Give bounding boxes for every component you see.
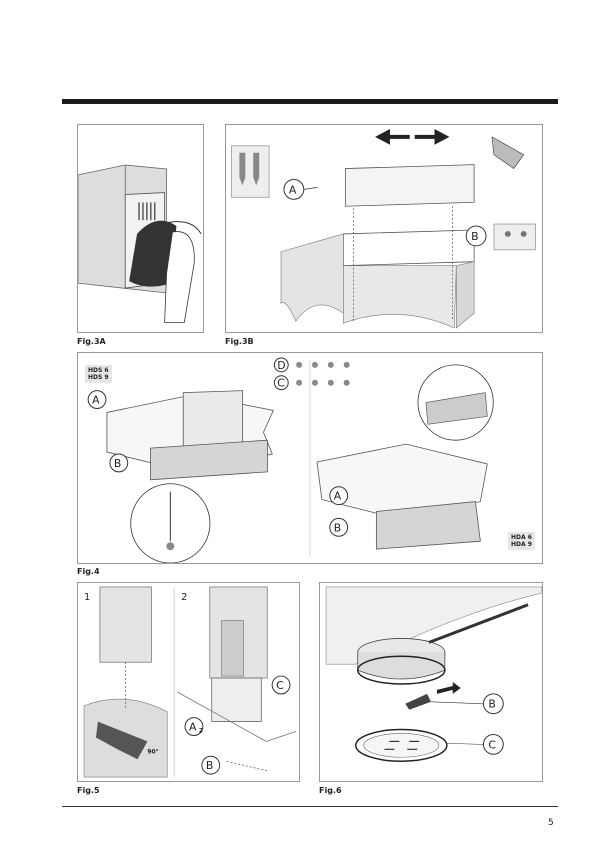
figure-6-illustration: B C bbox=[325, 586, 542, 762]
model-tag-left: HDS 6 HDS 9 bbox=[85, 365, 112, 383]
figure-3a-illustration bbox=[78, 125, 203, 332]
figure-5: 1 2 90° C A 2 B bbox=[77, 582, 300, 782]
fig4-caption: Fig.4 bbox=[77, 567, 100, 576]
fig5-label-a: A bbox=[189, 721, 197, 734]
step-2-label: 2 bbox=[181, 592, 187, 603]
fig3a-caption: Fig.3A bbox=[77, 337, 106, 346]
figure-5-illustration: 1 2 90° C A 2 B bbox=[83, 586, 297, 778]
fig4-label-a-left: A bbox=[92, 394, 100, 407]
step-1-label: 1 bbox=[84, 592, 90, 603]
wall-plug-icons bbox=[231, 145, 270, 198]
fig5-label-a-subscript: 2 bbox=[199, 727, 203, 734]
page-number: 5 bbox=[548, 818, 554, 828]
figure-4-illustration: A B D C A B bbox=[87, 357, 494, 563]
model-tag-right: HDA 6 HDA 9 bbox=[508, 532, 535, 550]
fig5-caption: Fig.5 bbox=[77, 786, 100, 795]
fig5-label-b: B bbox=[206, 759, 213, 772]
fig4-label-c: C bbox=[277, 377, 285, 390]
fig6-label-c: C bbox=[488, 738, 496, 751]
fig4-label-a-right: A bbox=[334, 490, 342, 503]
fig4-label-b-right: B bbox=[334, 521, 341, 534]
fig6-label-b: B bbox=[488, 698, 495, 711]
figure-3a bbox=[77, 124, 204, 333]
label-a: A bbox=[289, 183, 297, 196]
angle-label: 90° bbox=[147, 748, 158, 755]
figure-3b: A B bbox=[225, 124, 543, 333]
figure-4: A B D C A B bbox=[77, 352, 543, 564]
fig3b-caption: Fig.3B bbox=[225, 337, 254, 346]
top-rule bbox=[62, 99, 558, 104]
figure-6: B C bbox=[319, 582, 543, 782]
label-b: B bbox=[471, 230, 478, 243]
figure-3b-illustration: A B bbox=[231, 128, 536, 329]
fig5-label-c: C bbox=[276, 679, 284, 692]
fig4-label-d: D bbox=[277, 359, 285, 372]
screw-icons bbox=[493, 223, 536, 251]
fig4-label-b-left: B bbox=[114, 457, 121, 470]
bottom-rule bbox=[62, 806, 558, 807]
fig6-caption: Fig.6 bbox=[319, 786, 342, 795]
